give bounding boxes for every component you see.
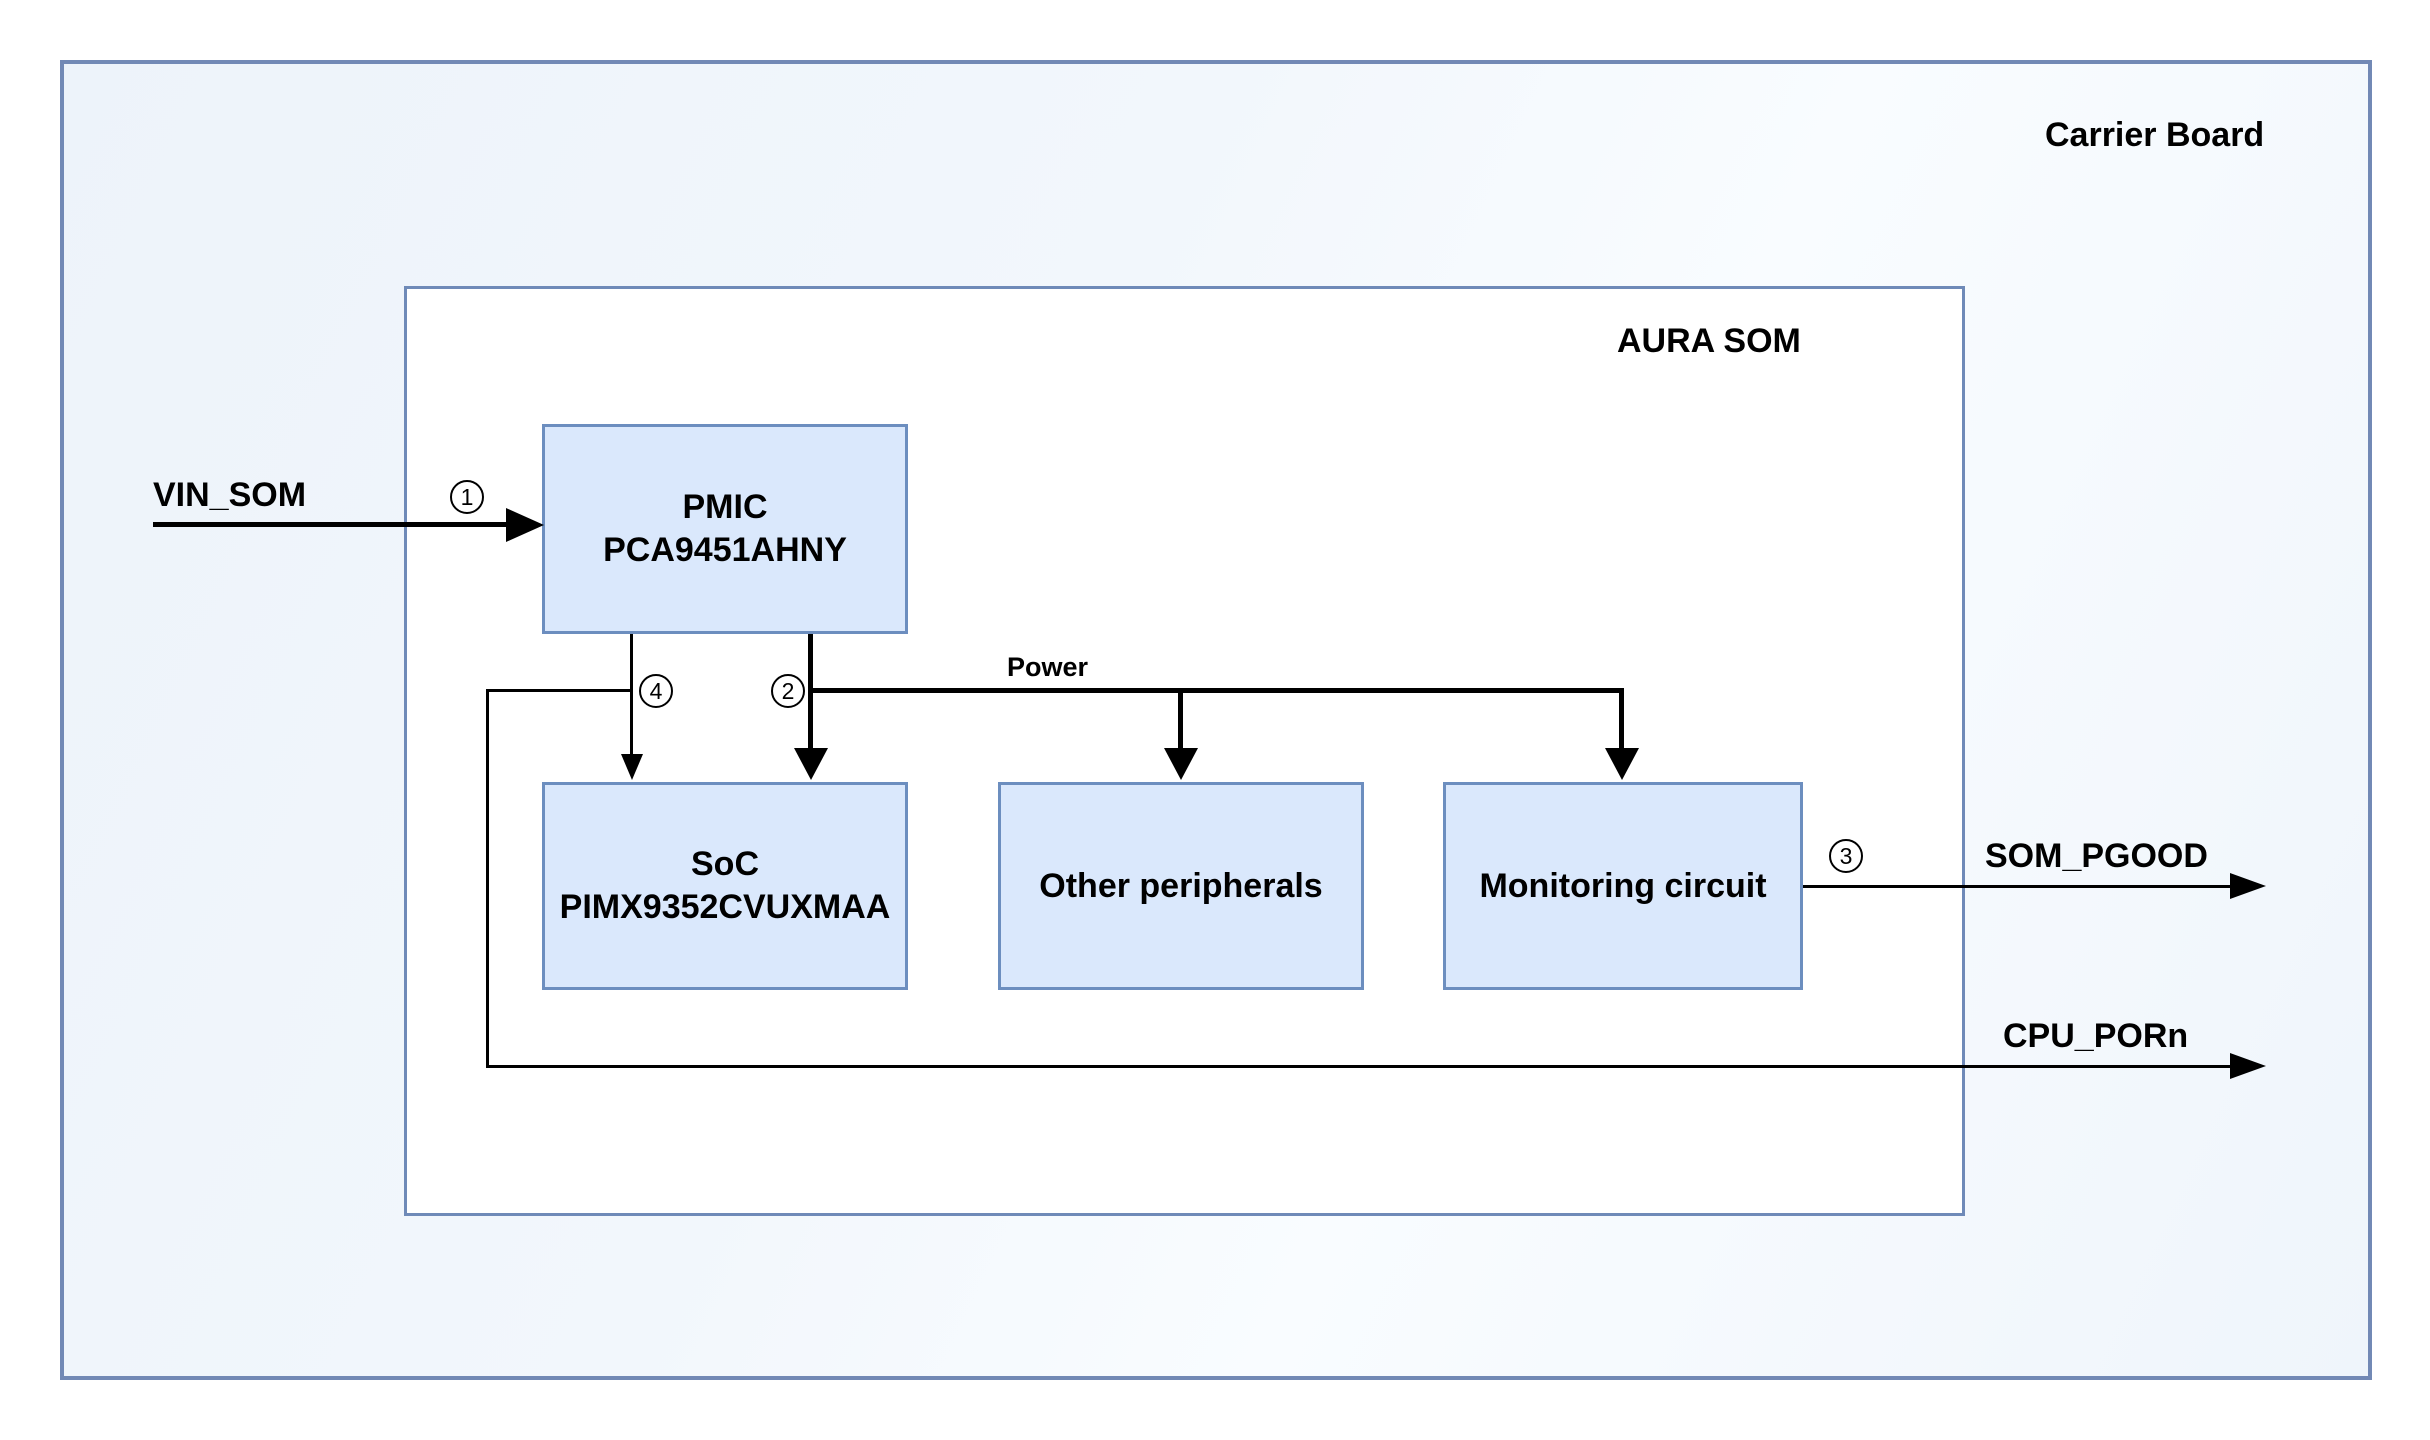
soc-block: SoC PIMX9352CVUXMAA — [542, 782, 908, 990]
pmic-to-soc-line — [630, 634, 633, 756]
pmic-to-soc-arrowhead-icon — [621, 754, 643, 780]
aura-som-title: AURA SOM — [1617, 322, 1801, 360]
other-peripherals-label: Other peripherals — [1039, 866, 1323, 905]
step-marker-3: 3 — [1829, 839, 1863, 873]
pmic-block-label-line2: PCA9451AHNY — [603, 531, 847, 569]
monitoring-circuit-block: Monitoring circuit — [1443, 782, 1803, 990]
step-marker-1-number: 1 — [460, 483, 474, 510]
power-to-soc-arrowhead-icon — [794, 748, 828, 780]
som-pgood-line — [1803, 885, 2232, 888]
monitoring-circuit-label: Monitoring circuit — [1479, 866, 1767, 905]
cpu-porn-label: CPU_PORn — [2003, 1017, 2189, 1055]
cpu-porn-vertical-line — [486, 689, 489, 1068]
step-marker-4: 4 — [639, 674, 673, 708]
som-pgood-label: SOM_PGOOD — [1985, 837, 2208, 875]
vin-som-arrowhead-icon — [506, 508, 544, 542]
power-to-peripherals-arrowhead-icon — [1164, 748, 1198, 780]
vin-som-label: VIN_SOM — [153, 476, 307, 514]
pmic-block: PMIC PCA9451AHNY — [542, 424, 908, 634]
step-marker-1: 1 — [450, 480, 484, 514]
step-marker-2-number: 2 — [781, 677, 795, 704]
power-to-soc-line — [808, 634, 813, 752]
power-to-monitoring-arrowhead-icon — [1605, 748, 1639, 780]
step-marker-3-number: 3 — [1839, 842, 1853, 869]
step-marker-4-number: 4 — [649, 677, 663, 704]
som-pgood-arrowhead-icon — [2230, 873, 2266, 899]
soc-block-label-line1: SoC — [691, 845, 759, 883]
carrier-board-title: Carrier Board — [2045, 116, 2265, 154]
cpu-porn-branch-line — [486, 689, 633, 692]
power-to-monitoring-line — [1619, 688, 1624, 752]
power-to-peripherals-line — [1178, 688, 1183, 752]
other-peripherals-block: Other peripherals — [998, 782, 1364, 990]
vin-som-line — [153, 522, 510, 527]
power-bus-line — [808, 688, 1624, 693]
pmic-block-label-line1: PMIC — [682, 488, 768, 526]
cpu-porn-line — [486, 1065, 2232, 1068]
power-label: Power — [1007, 652, 1089, 682]
soc-block-label-line2: PIMX9352CVUXMAA — [559, 888, 891, 926]
step-marker-2: 2 — [771, 674, 805, 708]
cpu-porn-arrowhead-icon — [2230, 1053, 2266, 1079]
